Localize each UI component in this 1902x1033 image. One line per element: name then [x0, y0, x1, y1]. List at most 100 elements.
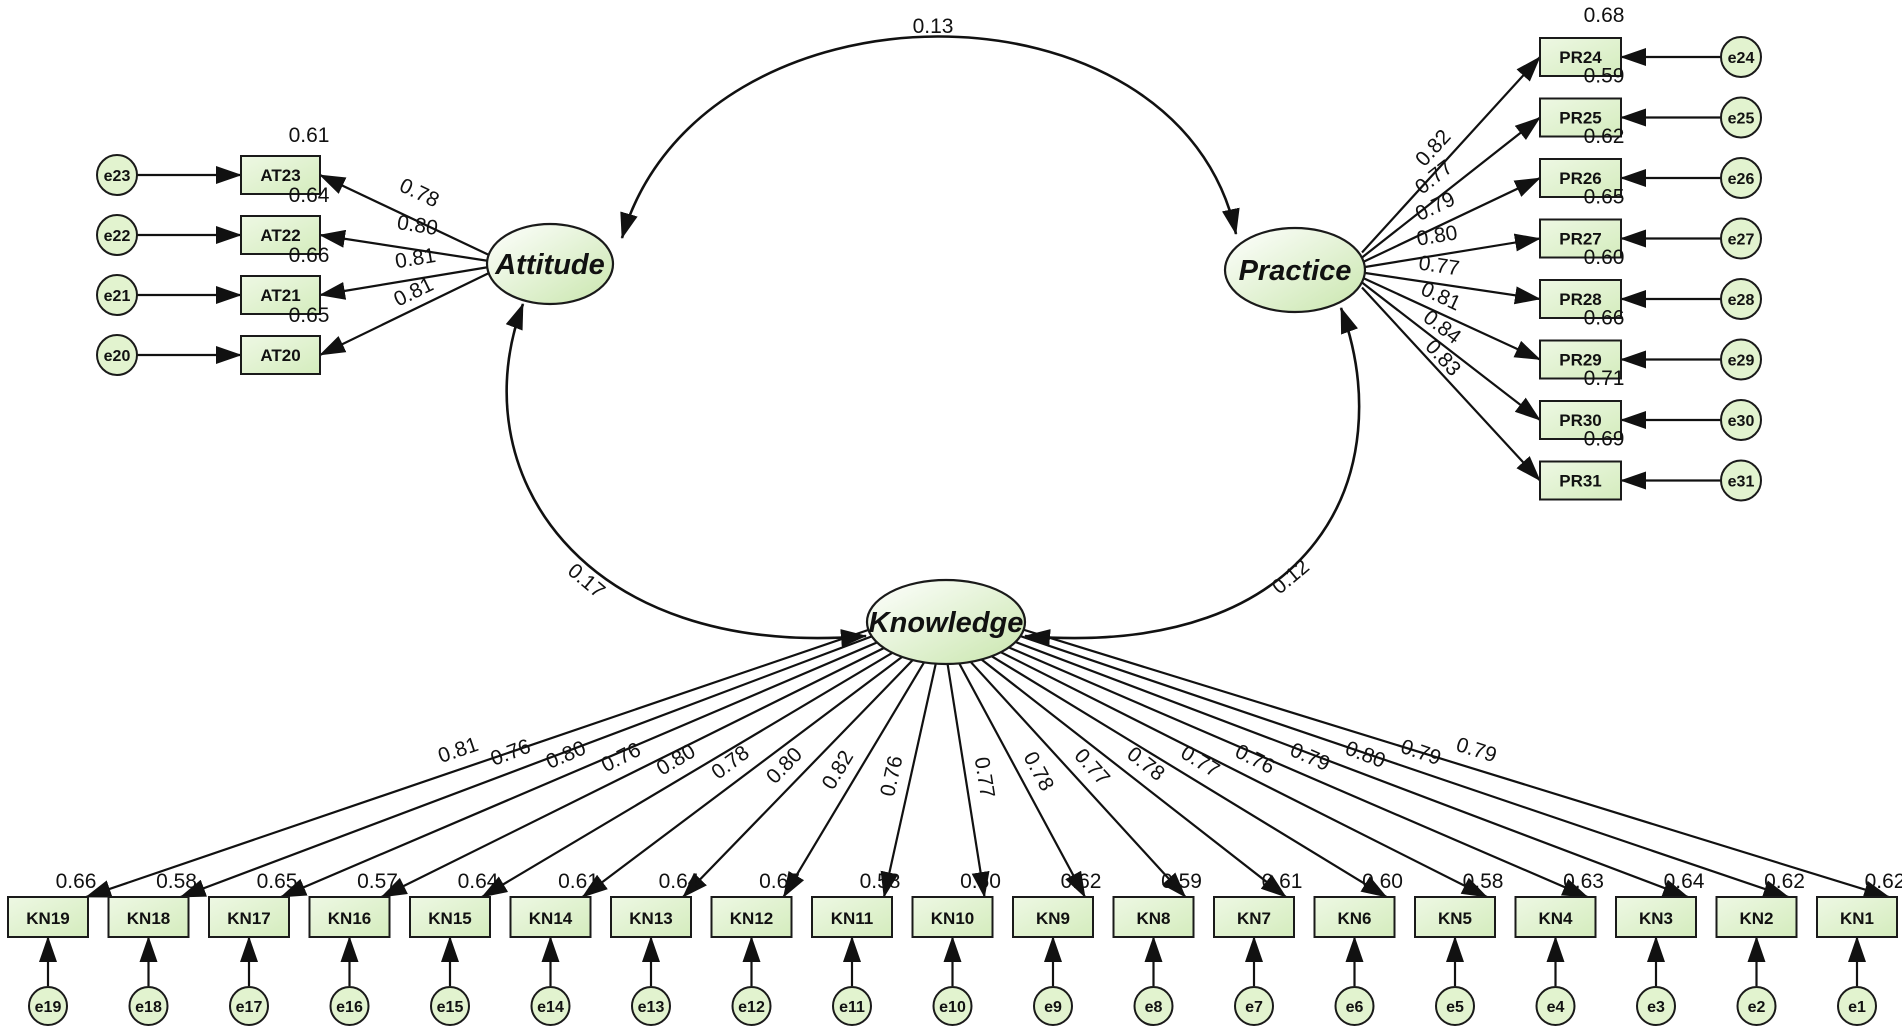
error-term-e5 — [1435, 986, 1475, 1026]
loading-path-kn18 — [179, 631, 883, 899]
loading-path-kn14 — [581, 647, 915, 898]
error-term-label: e2 — [1748, 999, 1766, 1016]
indicator-label: PR30 — [1559, 411, 1602, 430]
error-term-label: e1 — [1848, 999, 1866, 1016]
indicator-pr28 — [1539, 279, 1622, 319]
indicator-kn17 — [208, 896, 290, 938]
r-squared-label: 0.60 — [1584, 246, 1625, 269]
latent-practice — [1223, 226, 1367, 314]
error-term-label: e28 — [1728, 292, 1755, 309]
loading-path-kn4 — [993, 639, 1589, 899]
r-squared-label: 0.66 — [289, 244, 330, 267]
indicator-pr29 — [1539, 339, 1622, 380]
loading-path-pr31 — [1361, 286, 1541, 482]
error-term-label: e11 — [839, 999, 865, 1016]
r-squared-label: 0.62 — [1584, 125, 1625, 148]
attitude-indicators: AT23e230.610.78AT22e220.640.80AT21e210.6… — [96, 124, 490, 376]
indicator-at23 — [240, 155, 321, 195]
loading-path-kn12 — [782, 651, 931, 898]
indicator-label: AT23 — [260, 166, 300, 185]
latent-practice-label: Practice — [1239, 255, 1352, 287]
loading-path-kn15 — [481, 643, 907, 898]
indicator-kn5 — [1414, 896, 1496, 938]
indicator-label: KN14 — [529, 909, 573, 928]
error-term-e19 — [28, 986, 68, 1026]
error-term-label: e18 — [135, 999, 162, 1016]
loading-label: 0.80 — [653, 740, 700, 781]
corr-arc-attitude-knowledge — [505, 303, 867, 648]
indicator-label: KN10 — [931, 909, 974, 928]
r-squared-label: 0.62 — [1061, 870, 1102, 893]
error-term-label: e15 — [437, 999, 464, 1016]
loading-path-kn2 — [1009, 631, 1790, 899]
error-term-e4 — [1535, 986, 1576, 1026]
error-term-e1 — [1837, 986, 1877, 1026]
r-squared-label: 0.61 — [289, 124, 330, 147]
loading-label: 0.80 — [396, 211, 440, 240]
indicator-pr30 — [1539, 400, 1622, 440]
corr-arc-practice-knowledge — [1024, 307, 1361, 647]
indicator-label: PR31 — [1559, 472, 1602, 491]
indicator-pr26 — [1539, 158, 1622, 198]
indicator-label: AT21 — [260, 286, 300, 305]
indicator-label: KN7 — [1237, 909, 1271, 928]
loading-path-kn3 — [1001, 635, 1689, 899]
error-term-label: e8 — [1145, 999, 1163, 1016]
error-term-label: e25 — [1728, 111, 1755, 128]
indicator-kn4 — [1514, 896, 1597, 938]
error-term-e21 — [96, 274, 138, 316]
r-squared-label: 0.62 — [1764, 870, 1805, 893]
latent-knowledge — [865, 578, 1027, 666]
error-term-label: e22 — [104, 228, 131, 245]
loading-path-kn16 — [380, 640, 899, 898]
loading-label: 0.79 — [1453, 733, 1499, 767]
error-term-label: e29 — [1728, 353, 1755, 370]
loading-path-pr28 — [1361, 271, 1541, 305]
error-term-label: e5 — [1446, 999, 1464, 1016]
error-term-e25 — [1720, 96, 1762, 139]
error-term-e13 — [631, 986, 671, 1026]
loading-path-kn7 — [969, 649, 1287, 898]
error-term-label: e4 — [1547, 999, 1565, 1016]
indicator-kn18 — [107, 896, 190, 938]
error-term-label: e14 — [537, 999, 564, 1016]
error-term-label: e16 — [336, 999, 363, 1016]
error-term-e18 — [128, 986, 169, 1026]
indicator-kn3 — [1615, 896, 1697, 938]
indicator-kn9 — [1012, 896, 1094, 938]
indicator-label: AT22 — [260, 226, 300, 245]
loading-path-pr30 — [1361, 281, 1541, 421]
r-squared-label: 0.58 — [156, 870, 197, 893]
error-term-e26 — [1720, 157, 1762, 199]
error-term-e20 — [96, 334, 138, 376]
indicator-pr25 — [1539, 97, 1622, 138]
error-term-e2 — [1736, 986, 1777, 1026]
knowledge-indicators: KN19e190.660.81KN18e180.580.76KN17e170.6… — [7, 626, 1902, 1026]
r-squared-label: 0.62 — [1865, 870, 1902, 893]
r-squared-label: 0.65 — [289, 304, 330, 327]
indicator-label: KN2 — [1739, 909, 1773, 928]
r-squared-label: 0.64 — [659, 870, 700, 893]
indicator-label: KN9 — [1036, 909, 1070, 928]
error-term-e28 — [1720, 278, 1762, 320]
r-squared-label: 0.67 — [759, 870, 800, 893]
loading-path-at21 — [319, 265, 490, 300]
error-term-label: e20 — [104, 348, 131, 365]
loading-label: 0.78 — [396, 174, 443, 212]
indicator-label: KN13 — [629, 909, 672, 928]
error-term-label: e21 — [104, 288, 131, 305]
indicator-kn11 — [811, 896, 893, 938]
error-term-label: e30 — [1728, 413, 1755, 430]
indicator-label: PR28 — [1559, 290, 1602, 309]
r-squared-label: 0.63 — [1563, 870, 1604, 893]
loading-label: 0.78 — [707, 741, 753, 784]
loading-label: 0.77 — [970, 755, 999, 799]
loading-path-kn19 — [85, 626, 875, 899]
corr-label-attitude-practice: 0.13 — [913, 15, 954, 38]
loading-path-kn11 — [880, 653, 940, 898]
r-squared-label: 0.64 — [458, 870, 499, 893]
loading-path-kn6 — [977, 646, 1388, 898]
indicator-label: KN18 — [127, 909, 170, 928]
r-squared-label: 0.69 — [1584, 428, 1625, 451]
error-term-e17 — [229, 986, 269, 1026]
